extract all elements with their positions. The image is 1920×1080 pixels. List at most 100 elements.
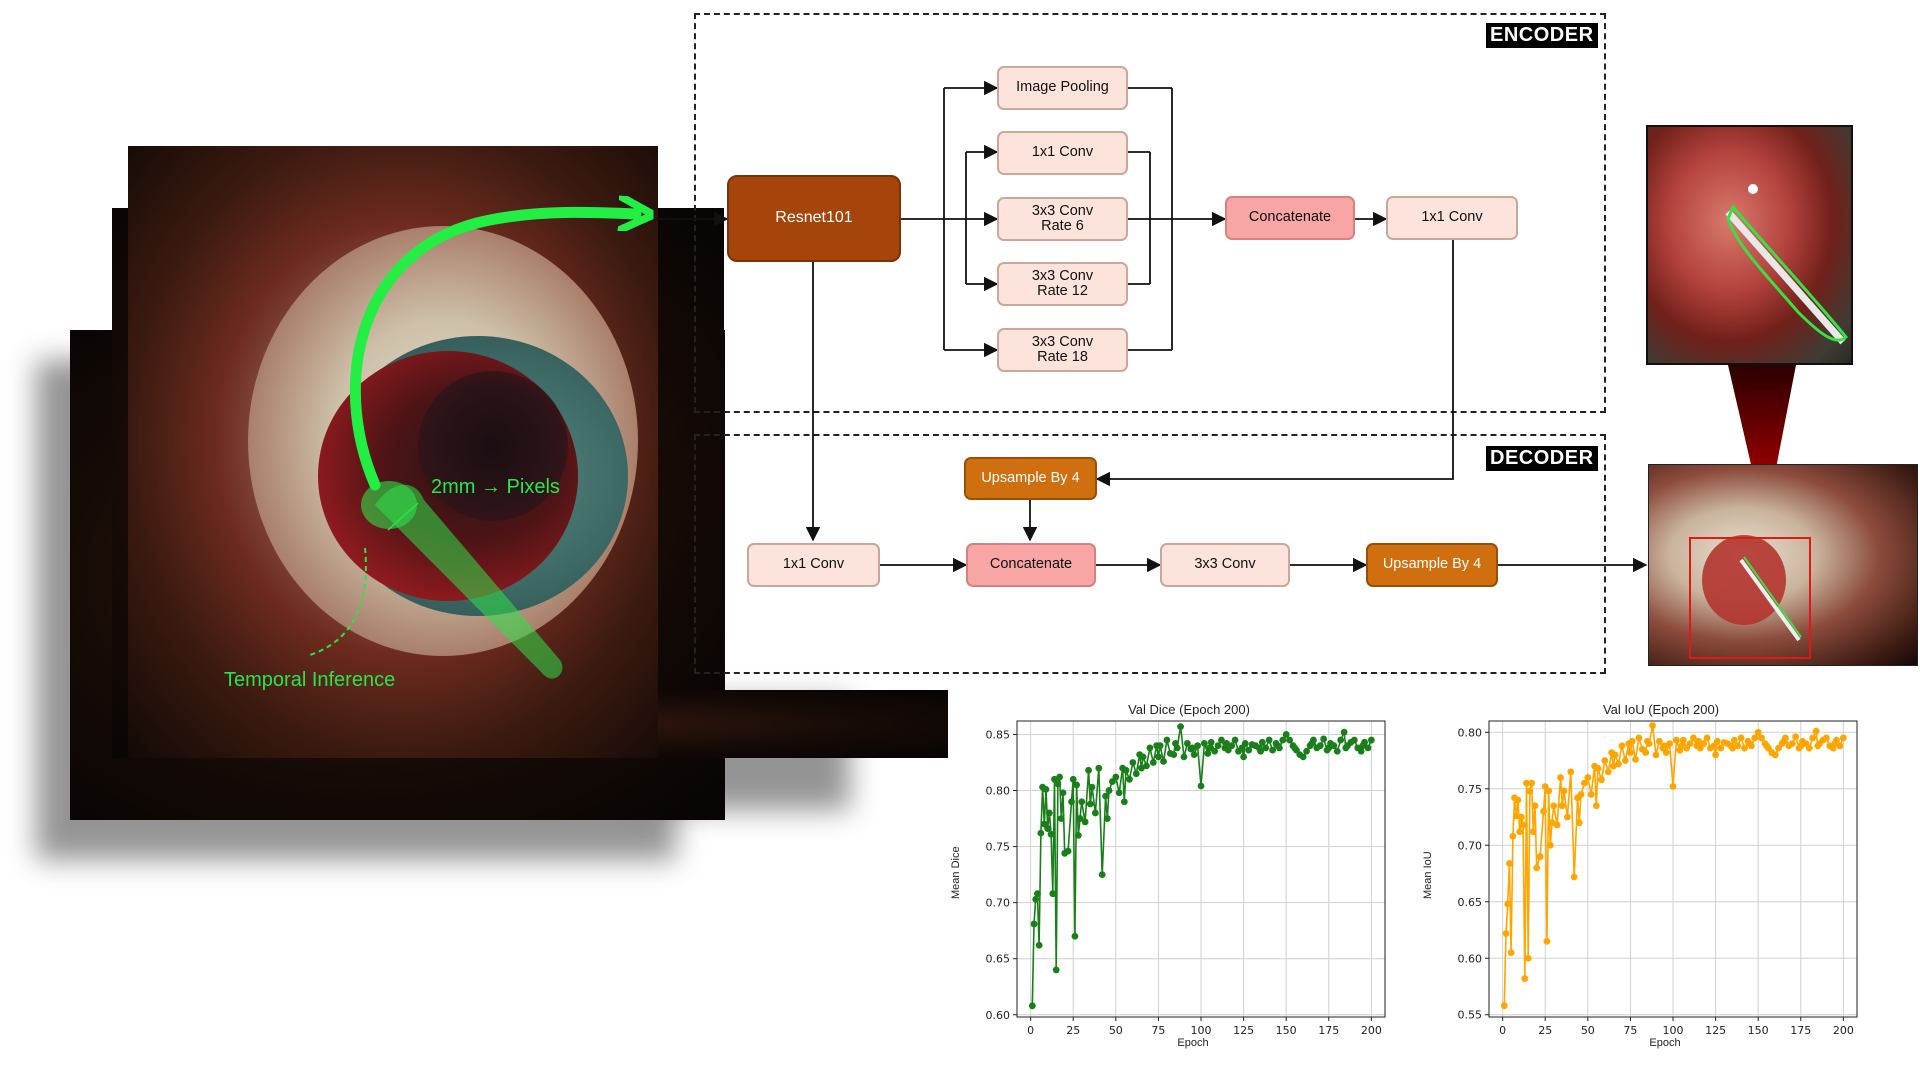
iou-data-point	[1741, 744, 1748, 752]
iou-data-point	[1526, 787, 1534, 795]
iou-data-point	[1730, 736, 1738, 744]
iou-data-point	[1514, 796, 1522, 804]
iou-data-point	[1516, 828, 1524, 836]
dice-series-line	[1031, 726, 1373, 1006]
dice-ytick-label: 0.60	[986, 1009, 1011, 1022]
dice-data-point	[1367, 736, 1375, 744]
dice-data-point	[1223, 740, 1230, 747]
dice-data-point	[1361, 738, 1368, 746]
iou-data-point	[1611, 751, 1619, 759]
iou-data-point	[1524, 954, 1532, 962]
iou-chart-title: Val IoU (Epoch 200)	[1602, 702, 1720, 717]
temporal-inference-annotation: Temporal Inference	[224, 669, 396, 691]
iou-data-point	[1507, 949, 1515, 957]
dice-ytick-label: 0.85	[986, 728, 1011, 741]
iou-data-point	[1533, 864, 1541, 872]
dice-data-point	[1275, 744, 1283, 752]
iou-data-point	[1517, 813, 1525, 821]
dice-data-point	[1156, 742, 1164, 750]
iou-data-point	[1805, 744, 1813, 752]
iou-data-point	[1521, 975, 1529, 982]
dice-data-point	[1126, 775, 1133, 783]
dice-data-point	[1340, 728, 1348, 736]
iou-xtick-label: 125	[1705, 1024, 1726, 1037]
dice-data-point	[1098, 871, 1106, 879]
dice-data-point	[1095, 764, 1103, 772]
encoder-box	[694, 13, 1606, 413]
iou-xtick-label: 150	[1748, 1024, 1769, 1037]
dice-data-point	[1028, 1002, 1036, 1010]
iou-data-point	[1550, 802, 1558, 810]
dice-data-point	[1350, 736, 1358, 744]
dice-data-point	[1032, 895, 1040, 903]
iou-data-point	[1627, 749, 1634, 757]
iou-data-point	[1822, 734, 1830, 742]
iou-data-point	[1747, 742, 1755, 750]
conv3x3-rate18-line2: Rate 18	[1037, 349, 1088, 365]
dice-data-point	[1204, 750, 1212, 757]
iou-data-point	[1690, 734, 1697, 742]
dice-data-point	[1088, 783, 1096, 791]
dice-data-point	[1316, 742, 1324, 750]
dice-data-point	[1269, 746, 1276, 754]
dice-data-point	[1357, 747, 1365, 755]
iou-data-point	[1609, 762, 1617, 770]
iou-data-point	[1649, 722, 1656, 729]
iou-data-point	[1506, 859, 1513, 867]
dice-data-point	[1279, 736, 1287, 744]
image-pooling-block: Image Pooling	[997, 66, 1128, 110]
resnet101-block: Resnet101	[727, 175, 901, 262]
zoomed-instrument-mask	[1725, 184, 1849, 345]
iou-data-point	[1509, 832, 1517, 840]
iou-chart-ylabel: Mean IoU	[1422, 851, 1434, 899]
dice-data-point	[1105, 787, 1113, 794]
dice-data-point	[1201, 740, 1208, 747]
iou-data-point	[1712, 751, 1719, 759]
dice-data-point	[1064, 847, 1072, 855]
iou-xtick-label: 50	[1581, 1024, 1595, 1037]
dice-data-point	[1310, 736, 1317, 744]
iou-data-point	[1529, 828, 1537, 836]
zoom-region-box	[1689, 537, 1811, 659]
iou-data-point	[1788, 740, 1796, 747]
dice-data-point	[1258, 738, 1266, 746]
dice-data-point	[1139, 753, 1147, 761]
encoder-label: ENCODER	[1486, 23, 1598, 48]
dice-data-point	[1073, 781, 1081, 789]
dice-xtick-label: 25	[1066, 1024, 1080, 1037]
dice-data-point	[1071, 932, 1079, 940]
iou-chart-xlabel: Epoch	[1649, 1037, 1681, 1049]
iou-data-point	[1713, 737, 1721, 745]
dice-data-point	[1047, 830, 1055, 838]
upsample-top-block: Upsample By 4	[964, 457, 1097, 500]
iou-data-point	[1519, 821, 1527, 829]
conv3x3-rate12-line2: Rate 12	[1037, 283, 1088, 299]
iou-data-point	[1598, 776, 1605, 784]
dice-data-point	[1129, 759, 1137, 766]
full-prediction-thumbnail	[1648, 464, 1918, 666]
dice-ytick-label: 0.75	[986, 841, 1011, 854]
iou-data-point	[1666, 740, 1673, 747]
iou-ytick-label: 0.80	[1458, 726, 1483, 739]
dice-data-point	[1115, 789, 1123, 797]
iou-data-point	[1528, 779, 1535, 787]
dice-data-point	[1207, 738, 1215, 746]
iou-data-point	[1812, 727, 1820, 735]
iou-data-point	[1751, 734, 1759, 742]
concatenate-encoder-block: Concatenate	[1225, 196, 1355, 240]
iou-data-point	[1601, 757, 1609, 764]
dice-data-point	[1155, 753, 1162, 761]
iou-data-point	[1686, 740, 1694, 747]
dice-xtick-label: 75	[1151, 1024, 1165, 1037]
dice-data-point	[1112, 773, 1120, 781]
conv1x1-decoder-block: 1x1 Conv	[747, 543, 880, 587]
dice-data-point	[1245, 746, 1253, 754]
dice-data-point	[1059, 789, 1067, 797]
iou-data-point	[1581, 779, 1588, 787]
iou-data-point	[1577, 791, 1585, 798]
